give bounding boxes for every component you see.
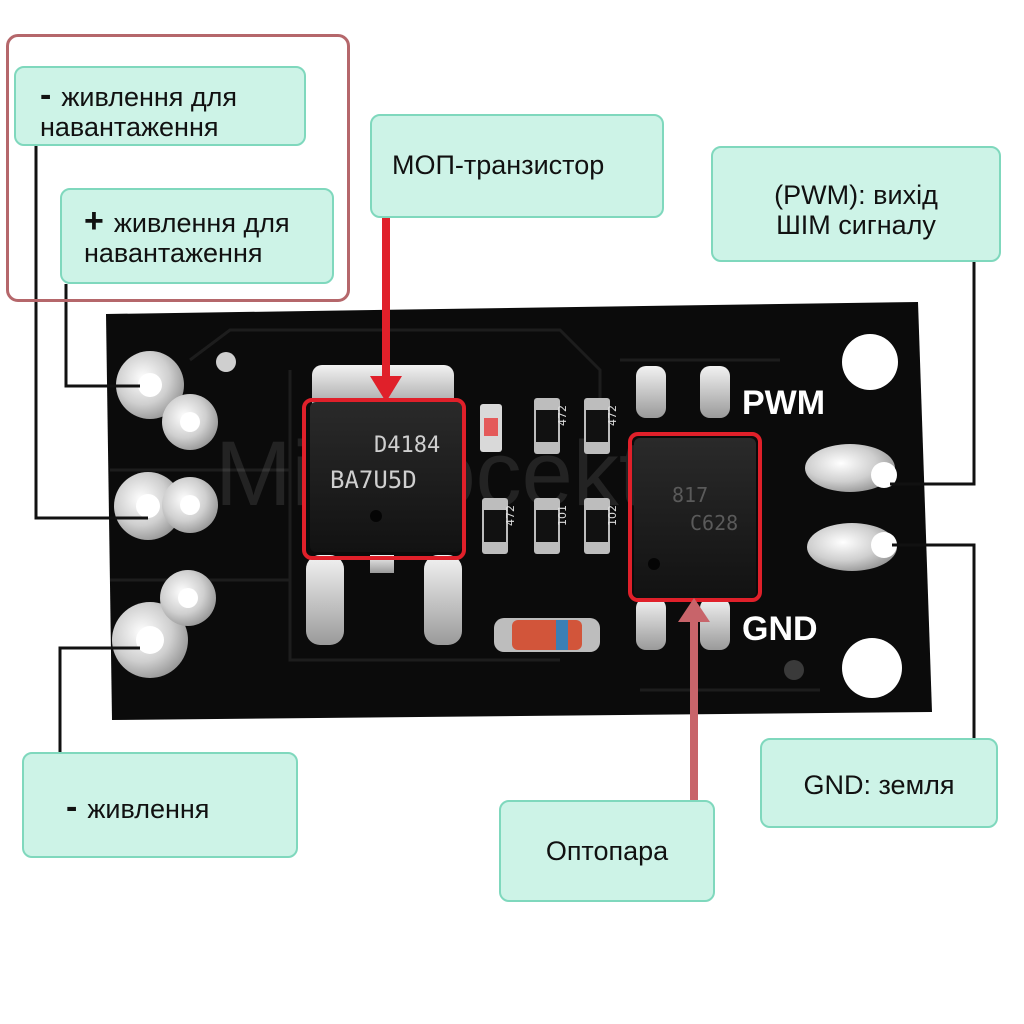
plus-symbol: + — [84, 202, 104, 240]
load-pads — [112, 351, 218, 678]
resistor-5: 102 — [584, 498, 619, 554]
callout-load-plus: + живлення для навантаження — [60, 188, 334, 284]
leader-pwm — [890, 262, 976, 486]
pad-gnd — [807, 523, 897, 571]
callout-optocoupler: Оптопара — [499, 800, 715, 902]
diode — [494, 618, 600, 652]
callout-gnd-text: GND: земля — [803, 770, 955, 800]
callout-load-plus-line1: живлення для — [113, 208, 290, 238]
svg-text:472: 472 — [556, 405, 569, 426]
callout-pwm-line2: ШІМ сигналу — [776, 210, 936, 240]
svg-text:102: 102 — [606, 505, 619, 526]
opto-marking-line1: 817 — [672, 483, 708, 507]
callout-gnd: GND: земля — [760, 738, 998, 828]
leader-gnd — [892, 543, 976, 738]
minus-symbol: - — [40, 76, 52, 114]
mosfet-marking-line1: D4184 — [374, 433, 440, 458]
callout-load-minus-line1: живлення для — [61, 82, 238, 112]
callout-optocoupler-text: Оптопара — [545, 836, 669, 866]
optocoupler-chip: 817 C628 — [634, 366, 756, 650]
callout-pwm: (PWM): вихід ШІМ сигналу — [711, 146, 1001, 262]
callout-supply-minus: -живлення — [22, 752, 298, 858]
signal-pads — [805, 444, 897, 571]
silkscreen-gnd: GND — [742, 610, 818, 648]
optocoupler-arrow — [678, 598, 710, 800]
callout-mosfet: МОП-транзистор — [370, 114, 664, 218]
mounting-hole-bottom — [842, 638, 902, 698]
silkscreen-pwm: PWM — [742, 384, 825, 422]
passive-components: 472 472 472 101 102 — [480, 398, 619, 652]
svg-text:472: 472 — [504, 505, 517, 526]
mosfet-highlight — [302, 398, 466, 560]
pcb-board: Mirprocekt — [106, 302, 932, 720]
minus-symbol-supply: - — [66, 788, 78, 826]
resistor-2: 472 — [584, 398, 619, 454]
leader-load-plus — [64, 284, 140, 388]
opto-marking-line2: C628 — [690, 511, 738, 535]
callout-load-plus-line2: навантаження — [84, 238, 263, 268]
callout-supply-minus-text: живлення — [87, 794, 210, 824]
leader-lines — [34, 146, 976, 752]
resistor-1: 472 — [534, 398, 569, 454]
svg-text:472: 472 — [606, 405, 619, 426]
load-supply-group-frame — [6, 34, 350, 302]
callout-mosfet-text: МОП-транзистор — [392, 150, 605, 180]
mosfet-arrow — [370, 218, 402, 402]
leader-supply-minus — [58, 646, 140, 752]
mosfet-marking-line2: BA7U5D — [330, 466, 417, 494]
resistor-4: 101 — [534, 498, 569, 554]
resistor-3: 472 — [482, 498, 517, 554]
mounting-hole-top — [842, 334, 898, 390]
mounting-holes — [842, 334, 902, 698]
callout-pwm-line1: (PWM): вихід — [774, 180, 938, 210]
leader-load-minus — [34, 146, 148, 520]
callout-load-minus-line2: навантаження — [40, 112, 219, 142]
svg-text:101: 101 — [556, 505, 569, 526]
callout-load-minus: -живлення для навантаження — [14, 66, 306, 146]
